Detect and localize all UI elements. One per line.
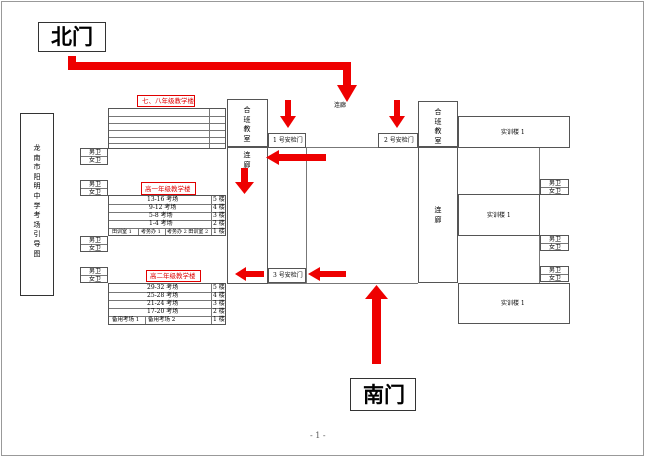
hall-left-label: 合班教室 (243, 106, 251, 143)
male-wc-label: 男卫 (89, 149, 102, 156)
female-wc-label: 女卫 (89, 245, 102, 252)
grade11-room-2: 备用考场 2 (148, 317, 176, 323)
training-mid-label: 实训楼 1 (487, 212, 511, 219)
wc-pair-3: 男卫 女卫 (80, 236, 108, 252)
grade11-row-1: 29-32 考场 (147, 284, 179, 291)
grade11-title: 高二年级教学楼 (150, 272, 196, 280)
page-number: - 1 - (310, 431, 326, 440)
hall-left: 合班教室 (227, 99, 268, 147)
north-gate-box: 北门 (38, 22, 106, 52)
female-wc-label: 女卫 (549, 188, 562, 195)
south-gate-label: 南门 (363, 383, 405, 407)
female-wc-label: 女卫 (89, 276, 102, 283)
grade10-room-2: 考务办 1 (141, 229, 161, 235)
wc-pair-2: 男卫 女卫 (80, 180, 108, 196)
map-title: 龙南市阳明中学考场引导图 (33, 144, 41, 258)
south-gate-box: 南门 (350, 378, 416, 411)
female-wc-label: 女卫 (549, 275, 562, 282)
grade10-room-1: 田训室 1 (112, 229, 132, 235)
training-building-top: 实训楼 1 (458, 116, 570, 148)
checkpoint-3: 3 号安检门 (268, 268, 306, 283)
north-route-arrow (68, 56, 357, 102)
checkpoint-1-label: 1 号安检门 (273, 137, 303, 144)
corridor-right: 连廊 (418, 147, 458, 283)
female-wc-label: 女卫 (89, 157, 102, 164)
center-line-top (268, 147, 418, 148)
center-divider (306, 147, 307, 283)
grade10-floor-4: 2 楼 (213, 220, 225, 227)
grade10-room-3: 考务办 2 田训室 2 (167, 229, 209, 235)
corridor-left-label: 连廊 (243, 151, 251, 169)
wc-right-2: 男卫 女卫 (540, 235, 569, 251)
map-title-box: 龙南市阳明中学考场引导图 (20, 113, 54, 296)
grade11-title-box: 高二年级教学楼 (146, 270, 201, 282)
male-wc-label: 男卫 (549, 236, 562, 243)
training-building-bottom: 实训楼 1 (458, 283, 570, 324)
grade10-row-2: 9-12 考场 (149, 204, 177, 211)
up-arrow-south (365, 285, 388, 364)
hall-right-label: 合班教室 (434, 108, 442, 145)
grade10-building: 13-16 考场 5 楼 9-12 考场 4 楼 5-8 考场 3 楼 1-4 … (108, 195, 226, 236)
wc-pair-4: 男卫 女卫 (80, 267, 108, 283)
corridor-right-label: 连廊 (434, 206, 442, 224)
male-wc-label: 男卫 (89, 237, 102, 244)
male-wc-label: 男卫 (549, 180, 562, 187)
wc-pair-1: 男卫 女卫 (80, 148, 108, 165)
female-wc-label: 女卫 (89, 189, 102, 196)
training-bottom-label: 实训楼 1 (501, 300, 525, 307)
grade11-row-2: 25-28 考场 (147, 292, 179, 299)
grade11-floor-2: 4 楼 (213, 292, 225, 299)
down-arrow-cp2 (389, 100, 405, 128)
left-arrow-cp3 (308, 267, 346, 281)
grade11-floor-3: 3 楼 (213, 300, 225, 307)
grade11-floor-1: 5 楼 (213, 284, 225, 291)
grade78-title: 七、八年级教学楼 (142, 97, 194, 105)
grade11-floor-4: 2 楼 (213, 308, 225, 315)
training-top-label: 实训楼 1 (501, 129, 525, 136)
checkpoint-2: 2 号安检门 (378, 133, 418, 148)
wc-right-3: 男卫 女卫 (540, 266, 569, 282)
grade10-floor-3: 3 楼 (213, 212, 225, 219)
grade78-title-box: 七、八年级教学楼 (137, 95, 195, 107)
grade10-floor-1: 5 楼 (213, 196, 225, 203)
grade11-row-3: 21-24 考场 (147, 300, 179, 307)
corridor-left: 连廊 (227, 147, 268, 284)
grade10-title-box: 高一年级教学楼 (141, 182, 196, 195)
checkpoint-2-label: 2 号安检门 (384, 137, 414, 144)
grade11-building: 29-32 考场 5 楼 25-28 考场 4 楼 21-24 考场 3 楼 1… (108, 283, 226, 325)
checkpoint-3-label: 3 号安检门 (273, 272, 303, 279)
left-arrow-grade11 (235, 267, 264, 281)
male-wc-label: 男卫 (89, 268, 102, 275)
male-wc-label: 男卫 (89, 181, 102, 188)
grade11-room-1: 备用考场 1 (112, 317, 140, 323)
right-connector-bottom (539, 236, 540, 283)
wc-right-1: 男卫 女卫 (540, 179, 569, 195)
top-corridor-label: 连廊 (334, 102, 347, 109)
north-gate-label: 北门 (51, 25, 93, 49)
center-line-bottom (268, 283, 418, 284)
grade11-row-4: 17-20 考场 (147, 308, 179, 315)
checkpoint-1: 1 号安检门 (268, 133, 306, 148)
grade10-title: 高一年级教学楼 (145, 185, 191, 193)
grade11-floor-5: 1 楼 (213, 316, 225, 323)
down-arrow-cp1 (280, 100, 296, 128)
grade10-row-1: 13-16 考场 (147, 196, 179, 203)
male-wc-label: 男卫 (549, 267, 562, 274)
hall-right: 合班教室 (418, 101, 458, 147)
grade78-building (108, 108, 226, 149)
training-building-mid: 实训楼 1 (458, 194, 540, 236)
grade10-floor-5: 1 楼 (213, 228, 225, 235)
right-connector-top (539, 148, 540, 194)
grade10-row-4: 1-4 考场 (149, 220, 173, 227)
grade10-floor-2: 4 楼 (213, 204, 225, 211)
grade10-row-3: 5-8 考场 (149, 212, 173, 219)
down-arrow-grade10 (235, 168, 254, 194)
female-wc-label: 女卫 (549, 244, 562, 251)
left-arrow-corridor (266, 150, 326, 165)
